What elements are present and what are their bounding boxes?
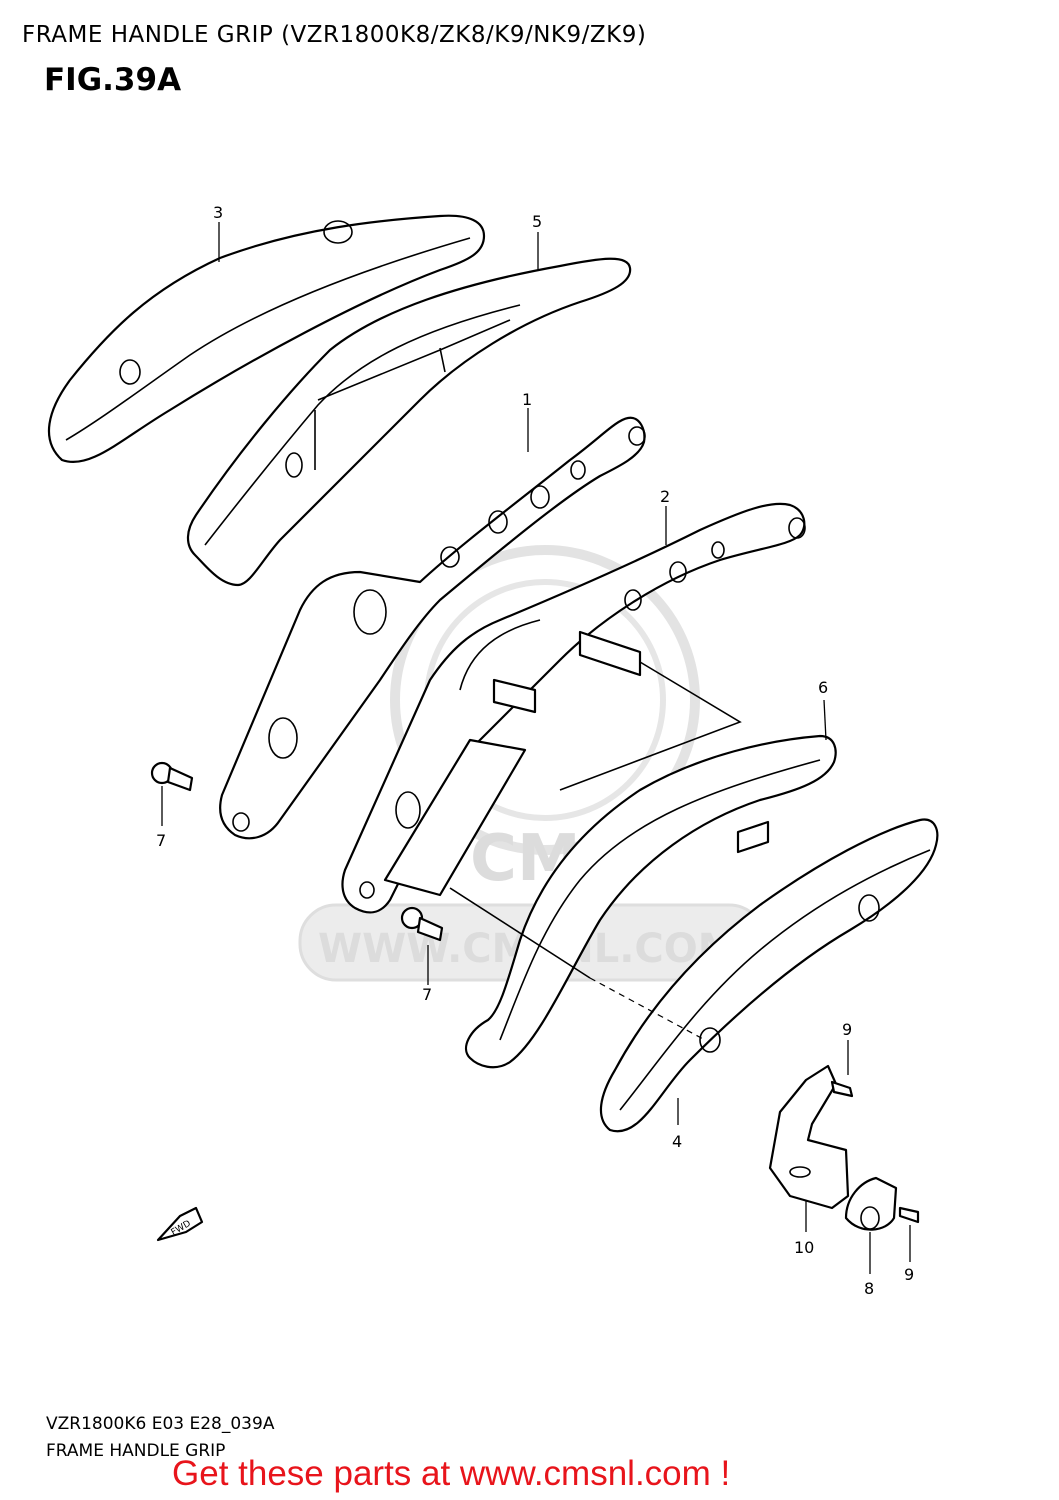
part-10-bracket — [768, 1064, 850, 1232]
part-3-grip-cover-upper — [47, 214, 486, 463]
part-8-clamp — [844, 1176, 898, 1274]
callout-4: 4 — [672, 1132, 682, 1151]
part-7-bolt-a — [150, 761, 194, 826]
callout-7-center: 7 — [422, 985, 432, 1004]
part-6-grip-inner — [464, 699, 837, 1069]
part-2-rear-bracket — [341, 502, 806, 914]
callout-9-upper: 9 — [842, 1020, 852, 1039]
callout-1: 1 — [522, 390, 532, 409]
part-9-screw-a — [830, 1040, 854, 1098]
callout-8: 8 — [864, 1279, 874, 1298]
promo-link-text[interactable]: Get these parts at www.cmsnl.com ! — [172, 1454, 731, 1493]
figure-number: FIG.39A — [44, 62, 182, 98]
forward-direction-arrow: FWD — [156, 1206, 204, 1242]
part-1-frame-bracket — [219, 416, 646, 840]
part-9-screw-b — [898, 1206, 920, 1262]
callout-10: 10 — [794, 1238, 814, 1257]
callout-7-left: 7 — [156, 831, 166, 850]
part-4-grip-cover-lower — [449, 818, 939, 1133]
fwd-label: FWD — [170, 1219, 193, 1238]
callout-3: 3 — [213, 203, 223, 222]
page-title: FRAME HANDLE GRIP (VZR1800K8/ZK8/K9/NK9/… — [22, 22, 647, 48]
callout-9-lower: 9 — [904, 1265, 914, 1284]
callout-2: 2 — [660, 487, 670, 506]
callout-5: 5 — [532, 212, 542, 231]
callout-6: 6 — [818, 678, 828, 697]
part-7-bolt-b — [400, 906, 444, 985]
diagram-code: VZR1800K6 E03 E28_039A — [46, 1414, 275, 1434]
part-5-grip-outer — [186, 257, 632, 587]
diagram-name: FRAME HANDLE GRIP — [46, 1441, 226, 1461]
